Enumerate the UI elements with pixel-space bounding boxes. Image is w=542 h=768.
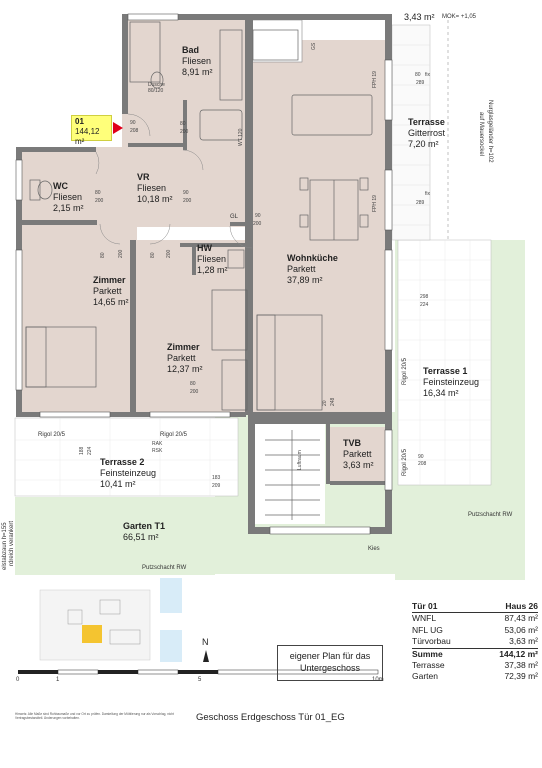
fph-label-2: FPH 19 [372,195,378,212]
room-zimmer-1: Zimmer Parkett 14,65 m² [93,275,129,307]
dim-188: 188 [79,446,85,455]
unit-area: 144,12 m² [75,127,100,146]
fence-label-2: rdreich verankert [9,520,15,566]
dim-208: 208 [130,128,139,134]
fph-label-1: FPH 19 [372,71,378,88]
dim-224-b: 224 [87,446,93,455]
dim-289-b: 289 [416,200,425,206]
putzschacht-label-1: Putzschacht RW [468,512,513,518]
dim-80-c: 80 [95,190,101,196]
plan-footer: Geschoss Erdgeschoss Tür 01_EG [196,712,345,723]
dim-20: 20 [322,400,328,406]
dim-200-e: 200 [166,249,172,258]
dim-208-b: 208 [418,461,427,467]
dim-80-d: 80 [100,252,106,258]
dusche-dim: 80/120 [148,88,164,94]
terrace2-area [14,417,239,497]
terrace-gitterrost: Terrasse Gitterrost 7,20 m² [408,117,446,149]
room-vr: VR Fliesen 10,18 m² [137,172,173,204]
dim-224: 224 [420,302,429,308]
kies-label: Kies [368,546,380,552]
rigol-label-4: Rigol 20/5 [402,448,408,476]
dim-90-d: 90 [418,454,424,460]
north-arrow [203,650,209,662]
gl-label: GL [230,214,239,220]
rigol-label-1: Rigol 20/5 [38,432,66,438]
scale-0: 0 [16,677,20,683]
fix-label-1: fix [425,72,430,78]
mok-label: MOK= +1,05 [442,14,477,20]
furniture [25,21,373,520]
mauersockel-label: auf Mauersockel [478,112,484,157]
room-wohnkueche: Wohnküche Parkett 37,89 m² [287,253,338,285]
room-hw: HW Fliesen 1,28 m² [197,243,228,275]
rak-label: RAK [152,441,163,447]
room-bad: Bad Fliesen 8,91 m² [182,45,213,77]
scale-5: 5 [198,677,202,683]
room-wc: WC Fliesen 2,15 m² [53,181,84,213]
terrace-2: Terrasse 2 Feinsteinzeug 10,41 m² [100,457,157,489]
terrace1-area [397,239,492,486]
site-minimap [39,578,182,662]
dim-248: 248 [330,397,336,406]
wt-label: WT 120 [238,128,244,146]
dim-200-d: 200 [118,249,124,258]
dim-298: 298 [420,294,429,300]
dim-90-c: 90 [255,213,261,219]
putzschacht-label-2: Putzschacht RW [142,565,187,571]
dim-80: 80 [415,72,421,78]
dim-183: 183 [212,475,221,481]
dim-200-c: 200 [183,198,192,204]
rsk-label: RSK [152,448,163,454]
railing-label: Nurglasgeländer h=102 [487,100,493,163]
unit-number: 01 [75,117,84,126]
disclaimer: Hinweis: Alle Maße sind Rohbaumaße und v… [15,712,174,720]
room-zimmer-2: Zimmer Parkett 12,37 m² [167,342,203,374]
dim-80-e: 80 [150,252,156,258]
dim-80-f: 80 [190,381,196,387]
stair-area [255,424,325,524]
garden-area [15,497,215,575]
entry-arrow [113,122,123,134]
room-tvb: TVB Parkett 3,63 m² [343,438,374,470]
dim-289-a: 289 [416,80,425,86]
dim-90-b: 90 [183,190,189,196]
dusche-label: Dusche [148,82,165,88]
rigol-label-2: Rigol 20/5 [160,432,188,438]
rigol-label-3: Rigol 20/5 [402,357,408,385]
dim-209: 209 [212,483,221,489]
north-label: N [202,637,209,647]
scale-1: 1 [56,677,60,683]
terrace1-grid [398,240,491,485]
room-fills [22,20,387,485]
dim-200-a: 200 [180,129,189,135]
terrace-1: Terrasse 1 Feinsteinzeug 16,34 m² [423,366,480,398]
luftraum-label: Luftraum [297,450,303,470]
door-swings [95,113,253,249]
garden-t1: Garten T1 66,51 m² [123,521,166,542]
dim-200-g: 200 [253,221,262,227]
unit-badge: 01 144,12 m² [71,115,112,146]
scale-bar [18,669,379,675]
dim-200-f: 200 [190,389,199,395]
dim-90-a: 90 [130,120,136,126]
top-dimension: 3,43 m² [404,12,435,22]
dim-80-b: 80 [180,121,186,127]
fence-label: elstabzaun h=155 [2,522,8,570]
fix-label-2: fix [425,191,430,197]
basement-plan-note: eigener Plan für das Untergeschoss [277,645,383,681]
gs-label: GS [311,42,317,50]
dim-200-b: 200 [95,198,104,204]
